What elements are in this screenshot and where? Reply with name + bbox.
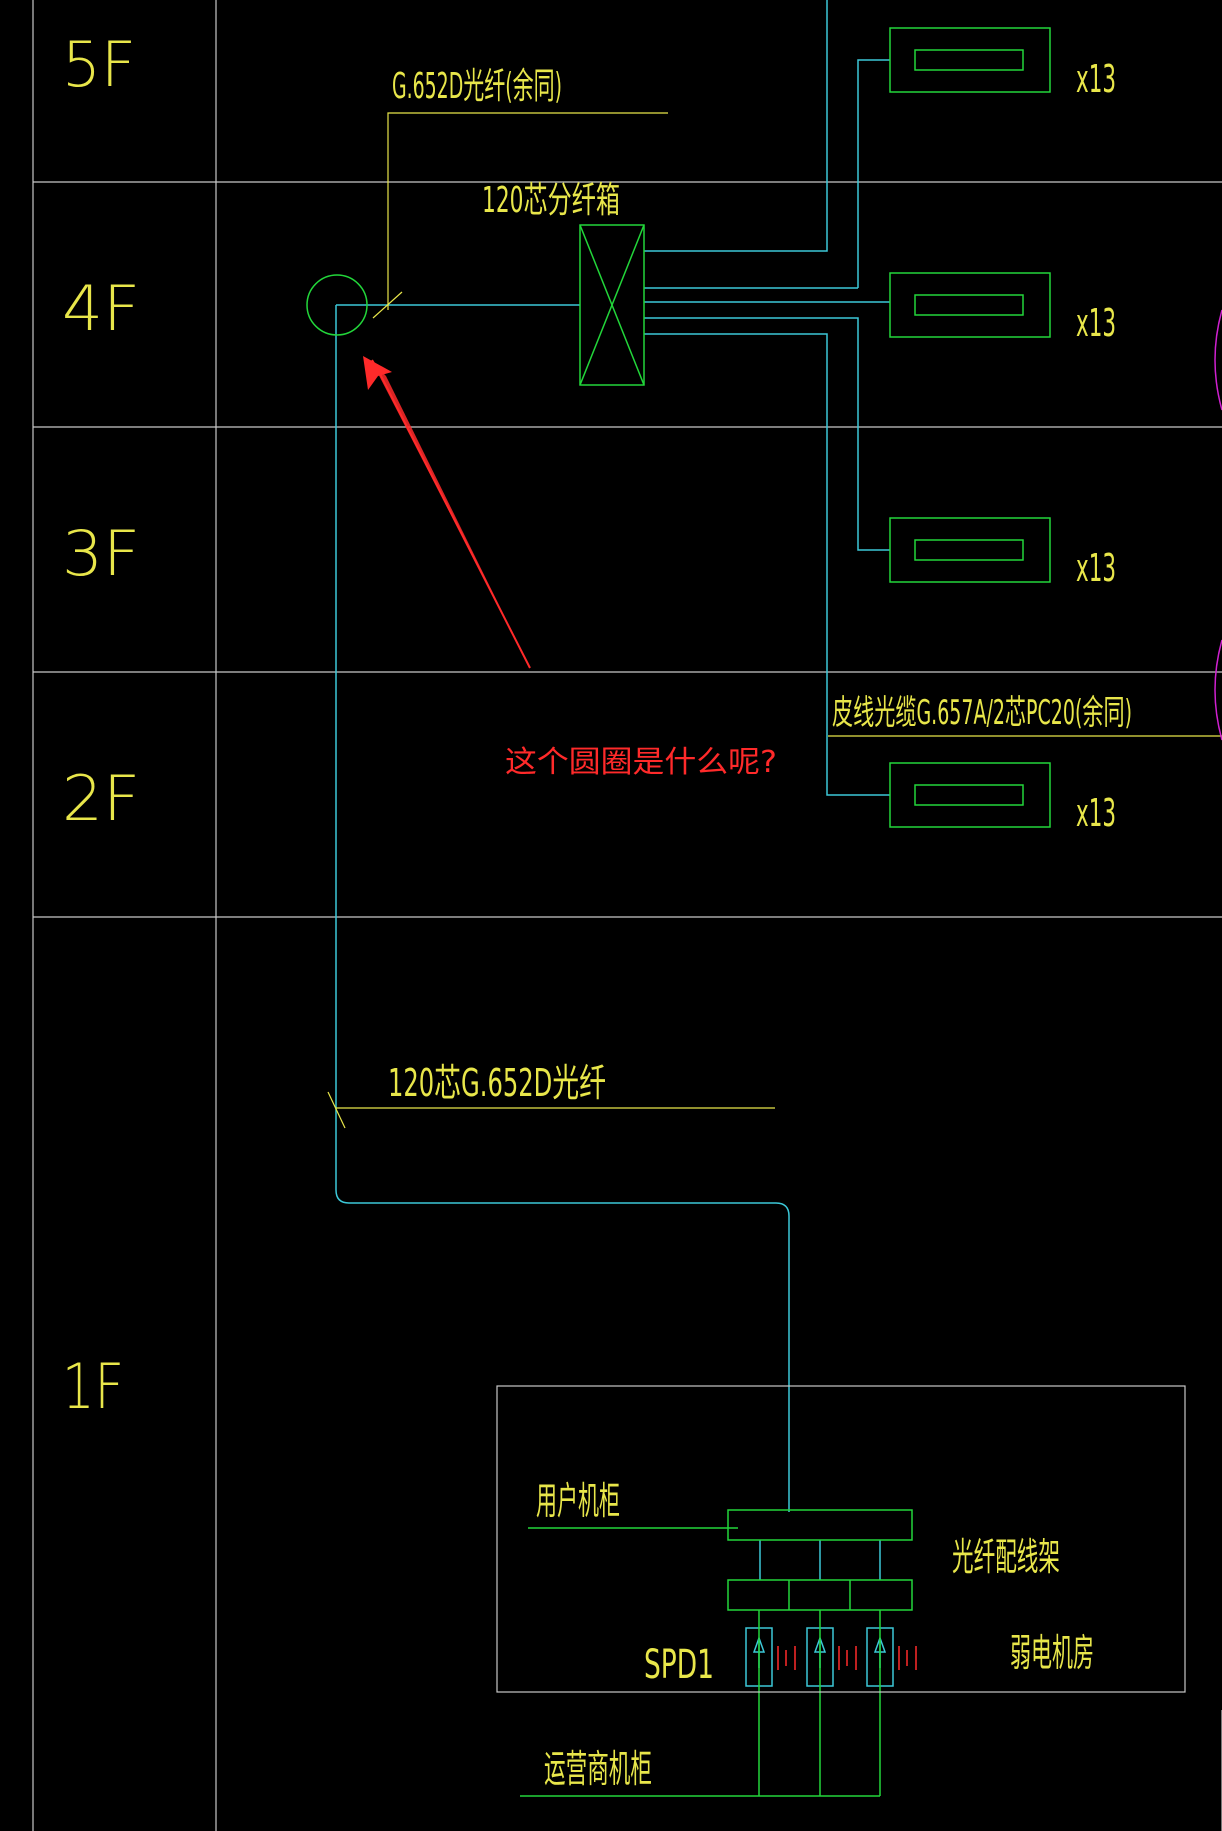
label-spd: SPD1 <box>644 1642 714 1688</box>
outlet-3f <box>889 517 1051 583</box>
multiplier-3f: x13 <box>1076 546 1116 590</box>
label-user-cabinet: 用户机柜 <box>536 1479 620 1523</box>
floor-grid <box>32 0 1222 1831</box>
odf-top <box>727 1509 913 1541</box>
label-operator-cabinet: 运营商机柜 <box>544 1747 652 1791</box>
leader-lines <box>327 112 1222 1129</box>
floor-label-1f: 1F <box>62 1350 124 1423</box>
label-odf: 光纤配线架 <box>952 1535 1060 1579</box>
outlet-5f <box>889 27 1051 93</box>
spd-marks <box>777 1646 917 1670</box>
fiber-routes <box>335 0 894 1687</box>
splitter-box <box>579 224 645 386</box>
multiplier-4f: x13 <box>1076 301 1116 345</box>
multiplier-5f: x13 <box>1076 57 1116 101</box>
outlet-2f <box>889 762 1051 828</box>
label-fiber-main: 120芯G.652D光纤 <box>388 1061 606 1105</box>
annotation-arrow <box>363 356 531 669</box>
riser-circle <box>306 274 368 336</box>
label-weak-room: 弱电机房 <box>1010 1631 1094 1675</box>
floor-label-3f: 3F <box>62 517 140 590</box>
outlet-4f <box>889 272 1051 338</box>
annotation-question: 这个圆圈是什么呢? <box>505 745 777 780</box>
weak-current-room <box>496 1385 1186 1693</box>
multiplier-2f: x13 <box>1076 791 1116 835</box>
label-drop-cable: 皮线光缆G.657A/2芯PC20(余同) <box>832 693 1132 733</box>
equipment <box>306 27 1051 1797</box>
floor-label-4f: 4F <box>62 272 140 345</box>
floor-label-2f: 2F <box>62 762 140 835</box>
edge-arcs <box>1214 309 1222 741</box>
label-splitter-box: 120芯分纤箱 <box>482 180 620 221</box>
floor-label-5f: 5F <box>62 28 136 101</box>
label-fiber-riser: G.652D光纤(余同) <box>392 66 562 107</box>
odf-bottom <box>727 1579 913 1611</box>
